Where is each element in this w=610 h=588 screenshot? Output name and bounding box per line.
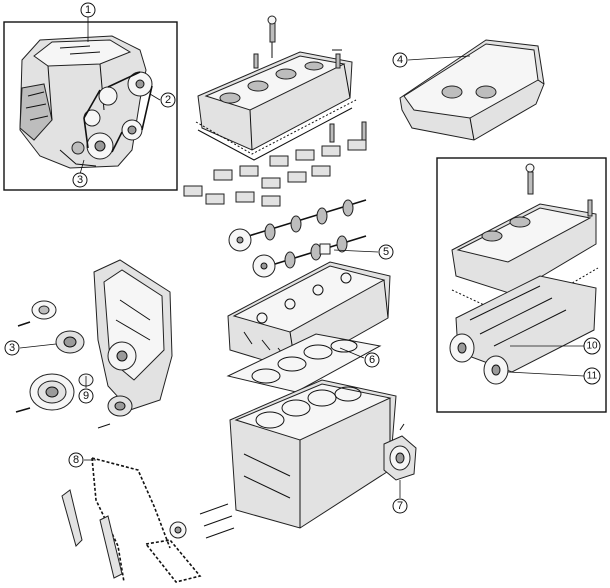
callout-1-label: 1: [85, 4, 91, 16]
cylinder-head-detail-inset: [436, 157, 607, 413]
rear-oil-seal: [383, 423, 417, 481]
cylinder-block: [229, 379, 397, 529]
callout-2-label: 2: [165, 94, 171, 106]
callout-3-tensioner-label: 3: [9, 342, 15, 354]
callout-8-label: 8: [73, 454, 79, 466]
callout-1: 1: [80, 2, 96, 18]
callout-6-label: 6: [369, 354, 375, 366]
callout-10: 10: [583, 337, 601, 355]
camshaft-caps: [183, 121, 367, 207]
callout-5: 5: [378, 244, 394, 260]
callout-6: 6: [364, 352, 380, 368]
callout-7: 7: [392, 498, 408, 514]
callout-4-label: 4: [397, 54, 403, 66]
timing-chain-and-guides: [61, 457, 235, 583]
callout-9: 9: [78, 388, 94, 404]
engine-cover: [399, 39, 545, 141]
callout-9-label: 9: [83, 390, 89, 402]
assembled-engine-inset: [3, 21, 178, 191]
callout-4: 4: [392, 52, 408, 68]
callout-10-label: 10: [586, 341, 598, 352]
camshafts: [228, 199, 367, 278]
leader-lines: [19, 16, 585, 498]
timing-chain-cover: [93, 259, 173, 411]
callout-3-inset-label: 3: [77, 174, 83, 186]
cylinder-head: [227, 261, 391, 371]
callout-5-label: 5: [383, 246, 389, 258]
callout-11: 11: [583, 367, 601, 385]
cylinder-head-cover: [195, 15, 357, 161]
callout-3-tensioner: 3: [4, 340, 20, 356]
callout-11-label: 11: [587, 371, 598, 382]
callout-7-label: 7: [397, 500, 403, 512]
callout-3-inset: 3: [72, 172, 88, 188]
pulleys-and-tensioner: [15, 300, 133, 429]
callout-8: 8: [68, 452, 84, 468]
callout-2: 2: [160, 92, 176, 108]
